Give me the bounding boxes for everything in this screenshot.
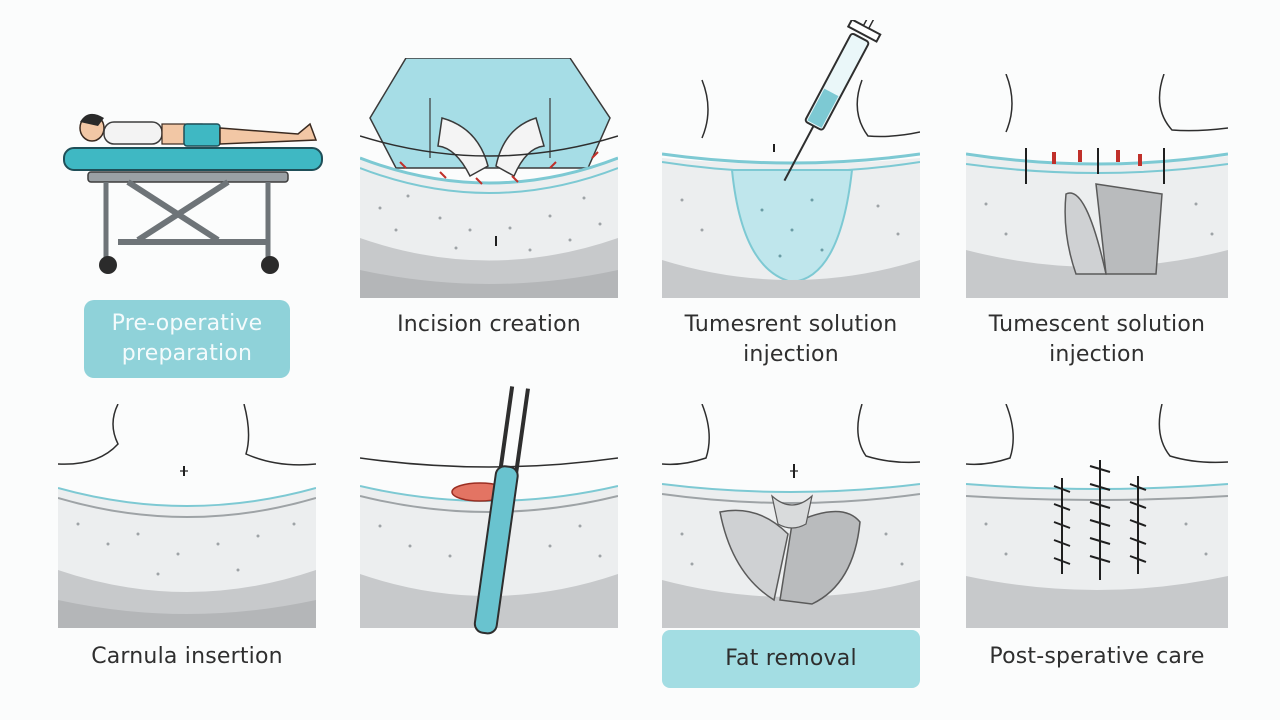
incision-illustration <box>360 58 618 298</box>
step-7-caption-text: Fat removal <box>725 646 857 671</box>
cannula-tissue-illustration <box>360 386 618 638</box>
step-7-caption: Fat removal <box>662 630 920 688</box>
syringe-injection-illustration <box>662 20 920 298</box>
step-5-caption-text: Carnula insertion <box>91 644 283 669</box>
step-2-caption: Incision creation <box>360 310 618 340</box>
step-8-caption: Post-sperative care <box>966 642 1228 672</box>
step-3-caption-text: Tumesrent solution injection <box>684 312 898 367</box>
step-1-caption-text: Pre-operative preparation <box>111 311 263 366</box>
cannula-insertion-illustration <box>58 404 316 628</box>
step-4-caption-text: Tumescent solution injection <box>988 312 1206 367</box>
step-5-caption: Carnula insertion <box>58 642 316 672</box>
step-4-caption: Tumescent solution injection <box>966 310 1228 370</box>
step-8-caption-text: Post-sperative care <box>989 644 1205 669</box>
step-3-caption: Tumesrent solution injection <box>662 310 920 370</box>
patient-gurney-illustration <box>58 100 328 285</box>
tumescent-markers-illustration <box>966 74 1228 298</box>
step-1-caption: Pre-operative preparation <box>84 300 290 378</box>
fat-removal-illustration <box>662 404 920 628</box>
step-2-caption-text: Incision creation <box>397 312 581 337</box>
post-operative-illustration <box>966 404 1228 628</box>
